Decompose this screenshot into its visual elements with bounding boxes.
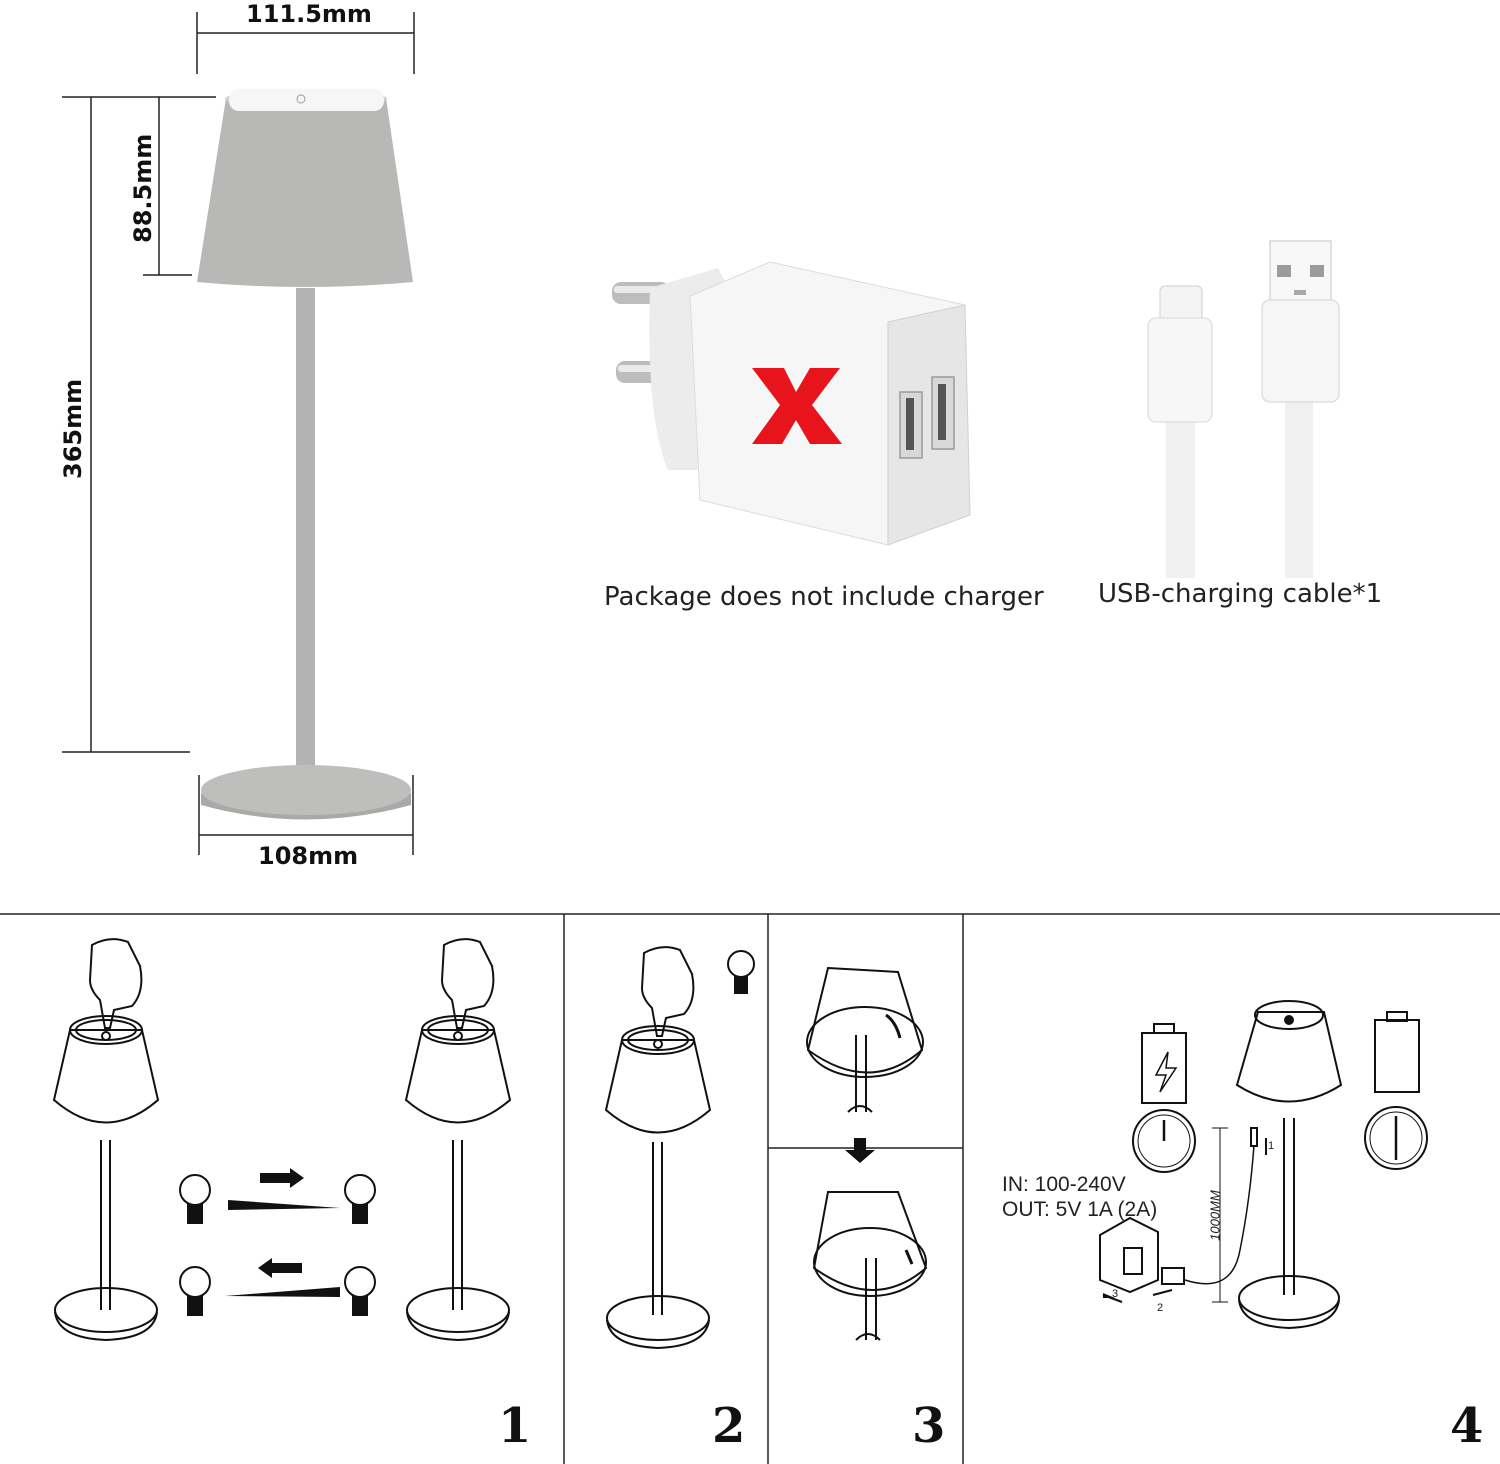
input-spec: IN: 100-240V bbox=[1002, 1173, 1126, 1196]
arrow-label-1: 1 bbox=[1268, 1140, 1275, 1152]
step-number-2: 2 bbox=[712, 1398, 746, 1454]
cable-length-label: 1000MM bbox=[1207, 1190, 1223, 1241]
bulb-icon bbox=[727, 950, 755, 978]
hand-icon bbox=[440, 938, 495, 1029]
cross-mark-icon bbox=[752, 368, 842, 444]
output-spec: OUT: 5V 1A (2A) bbox=[1002, 1198, 1158, 1221]
arrow-label-2: 2 bbox=[1157, 1302, 1164, 1314]
arrow-label-3: 3 bbox=[1112, 1288, 1119, 1300]
charger-image bbox=[612, 261, 971, 546]
clock-icon bbox=[1364, 1106, 1428, 1170]
top-width-label: 111.5mm bbox=[246, 0, 372, 28]
step4-diagram bbox=[1099, 1000, 1428, 1330]
total-height-label: 365mm bbox=[59, 378, 87, 479]
lamp-shade bbox=[197, 89, 413, 287]
base-width-label: 108mm bbox=[258, 842, 359, 870]
clock-icon bbox=[1132, 1109, 1196, 1173]
step-number-4: 4 bbox=[1450, 1398, 1484, 1454]
step3-diagram bbox=[806, 966, 928, 1341]
cable-note: USB-charging cable*1 bbox=[1098, 579, 1383, 609]
step1-diagram bbox=[52, 938, 512, 1342]
usb-cable-image bbox=[1147, 240, 1340, 578]
shade-height-label: 88.5mm bbox=[129, 133, 157, 243]
hand-icon bbox=[88, 938, 143, 1029]
step2-diagram bbox=[604, 946, 755, 1350]
hand-icon bbox=[640, 946, 695, 1037]
down-arrow-icon bbox=[845, 1138, 875, 1163]
step-number-3: 3 bbox=[912, 1398, 946, 1454]
charger-note: Package does not include charger bbox=[604, 582, 1044, 612]
step-number-1: 1 bbox=[498, 1398, 532, 1454]
lamp-pole bbox=[296, 288, 315, 793]
lamp-base bbox=[201, 765, 411, 820]
